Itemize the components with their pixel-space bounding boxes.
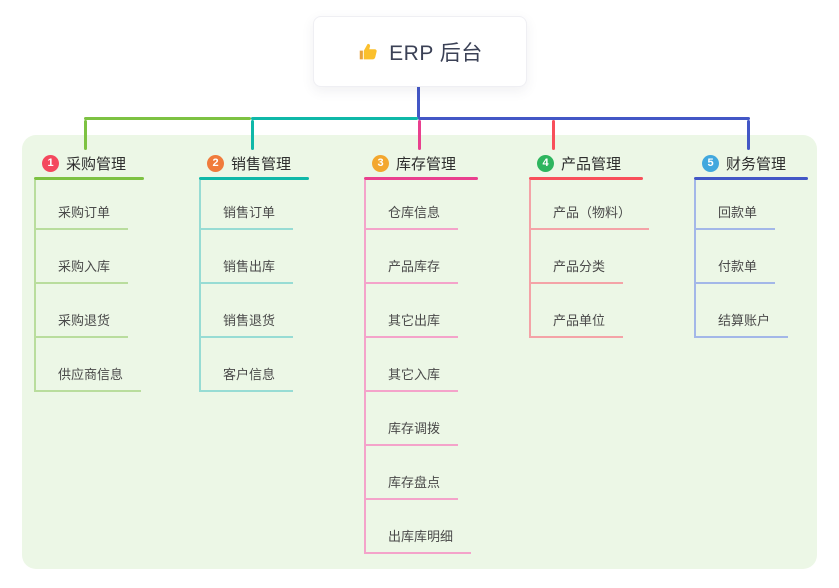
sub-node[interactable]: 付款单 — [696, 230, 788, 284]
branch-number-badge: 5 — [702, 154, 719, 172]
sub-node-label: 采购订单 — [36, 202, 129, 230]
sub-node-label: 其它出库 — [366, 310, 459, 338]
branch-number-badge: 4 — [537, 154, 554, 172]
branch-sub-list: 销售订单销售出库销售退货客户信息 — [199, 180, 294, 392]
sub-node[interactable]: 库存调拨 — [366, 392, 471, 446]
connector-line — [747, 120, 750, 150]
branch-underline — [34, 177, 144, 180]
sub-node[interactable]: 采购入库 — [36, 230, 141, 284]
sub-node[interactable]: 回款单 — [696, 180, 788, 230]
sub-node[interactable]: 结算账户 — [696, 284, 789, 338]
branch-sub-list: 仓库信息产品库存其它出库其它入库库存调拨库存盘点出库库明细 — [364, 180, 472, 554]
branch-node-label: 财务管理 — [726, 155, 787, 173]
connector-line — [84, 117, 251, 120]
sub-node-label: 产品分类 — [531, 256, 624, 284]
branch-node-4[interactable]: 4 产品管理 — [529, 150, 649, 176]
branch-2: 2 销售管理 销售订单销售出库销售退货客户信息 — [199, 150, 309, 392]
sub-node-label: 付款单 — [696, 256, 776, 284]
sub-node-label: 销售出库 — [201, 256, 294, 284]
branch-underline — [694, 177, 808, 180]
sub-node[interactable]: 产品库存 — [366, 230, 471, 284]
sub-node[interactable]: 产品分类 — [531, 230, 649, 284]
connector-line — [251, 117, 418, 120]
root-node[interactable]: ERP 后台 — [313, 16, 527, 87]
branch-node-label: 库存管理 — [396, 155, 457, 173]
sub-node-label: 采购退货 — [36, 310, 129, 338]
branch-4: 4 产品管理 产品（物料） 产品分类产品单位 — [529, 150, 650, 338]
sub-node[interactable]: 采购退货 — [36, 284, 141, 338]
connector-line — [251, 120, 254, 150]
sub-node[interactable]: 出库库明细 — [366, 500, 472, 554]
sub-node-label: 回款单 — [696, 202, 776, 230]
branch-node-label: 销售管理 — [231, 155, 292, 173]
mindmap-panel — [22, 135, 817, 569]
thumbs-up-icon — [357, 41, 379, 63]
sub-node-label: 仓库信息 — [366, 202, 459, 230]
connector-line — [84, 120, 87, 150]
branch-sub-list: 回款单付款单结算账户 — [694, 180, 789, 338]
branch-3: 3 库存管理 仓库信息产品库存其它出库其它入库库存调拨库存盘点出库库明细 — [364, 150, 478, 554]
sub-node-label: 采购入库 — [36, 256, 129, 284]
branch-underline — [364, 177, 478, 180]
branch-node-3[interactable]: 3 库存管理 — [364, 150, 478, 176]
connector-line — [417, 84, 420, 118]
sub-node[interactable]: 供应商信息 — [36, 338, 142, 392]
sub-node-label: 库存盘点 — [366, 472, 459, 500]
sub-node-label: 库存调拨 — [366, 418, 459, 446]
branch-node-5[interactable]: 5 财务管理 — [694, 150, 808, 176]
sub-node[interactable]: 产品（物料） — [531, 180, 650, 230]
branch-node-2[interactable]: 2 销售管理 — [199, 150, 309, 176]
branch-number-badge: 1 — [42, 154, 59, 172]
sub-node[interactable]: 库存盘点 — [366, 446, 471, 500]
root-node-label: ERP 后台 — [389, 41, 483, 65]
branch-underline — [529, 177, 643, 180]
branch-number-badge: 2 — [207, 154, 224, 172]
branch-node-label: 产品管理 — [561, 155, 622, 173]
connector-line — [418, 120, 421, 150]
branch-sub-list: 产品（物料） 产品分类产品单位 — [529, 180, 650, 338]
sub-node[interactable]: 其它入库 — [366, 338, 471, 392]
sub-node[interactable]: 销售订单 — [201, 180, 294, 230]
branch-node-1[interactable]: 1 采购管理 — [34, 150, 144, 176]
sub-node[interactable]: 其它出库 — [366, 284, 471, 338]
branch-underline — [199, 177, 309, 180]
sub-node-label: 客户信息 — [201, 364, 294, 392]
connector-line — [552, 120, 555, 150]
sub-node[interactable]: 客户信息 — [201, 338, 294, 392]
branch-sub-list: 采购订单采购入库采购退货供应商信息 — [34, 180, 142, 392]
sub-node[interactable]: 产品单位 — [531, 284, 649, 338]
sub-node-label: 产品库存 — [366, 256, 459, 284]
branch-number-badge: 3 — [372, 154, 389, 172]
sub-node-label: 其它入库 — [366, 364, 459, 392]
sub-node-label: 产品（物料） — [531, 202, 650, 230]
sub-node[interactable]: 采购订单 — [36, 180, 141, 230]
sub-node[interactable]: 仓库信息 — [366, 180, 471, 230]
sub-node-label: 供应商信息 — [36, 364, 142, 392]
branch-1: 1 采购管理 采购订单采购入库采购退货供应商信息 — [34, 150, 144, 392]
sub-node-label: 销售退货 — [201, 310, 294, 338]
branch-node-label: 采购管理 — [66, 155, 127, 173]
sub-node-label: 出库库明细 — [366, 526, 472, 554]
sub-node-label: 结算账户 — [696, 310, 789, 338]
branch-5: 5 财务管理 回款单付款单结算账户 — [694, 150, 808, 338]
sub-node-label: 产品单位 — [531, 310, 624, 338]
sub-node[interactable]: 销售退货 — [201, 284, 294, 338]
sub-node-label: 销售订单 — [201, 202, 294, 230]
connector-line — [418, 117, 750, 120]
sub-node[interactable]: 销售出库 — [201, 230, 294, 284]
